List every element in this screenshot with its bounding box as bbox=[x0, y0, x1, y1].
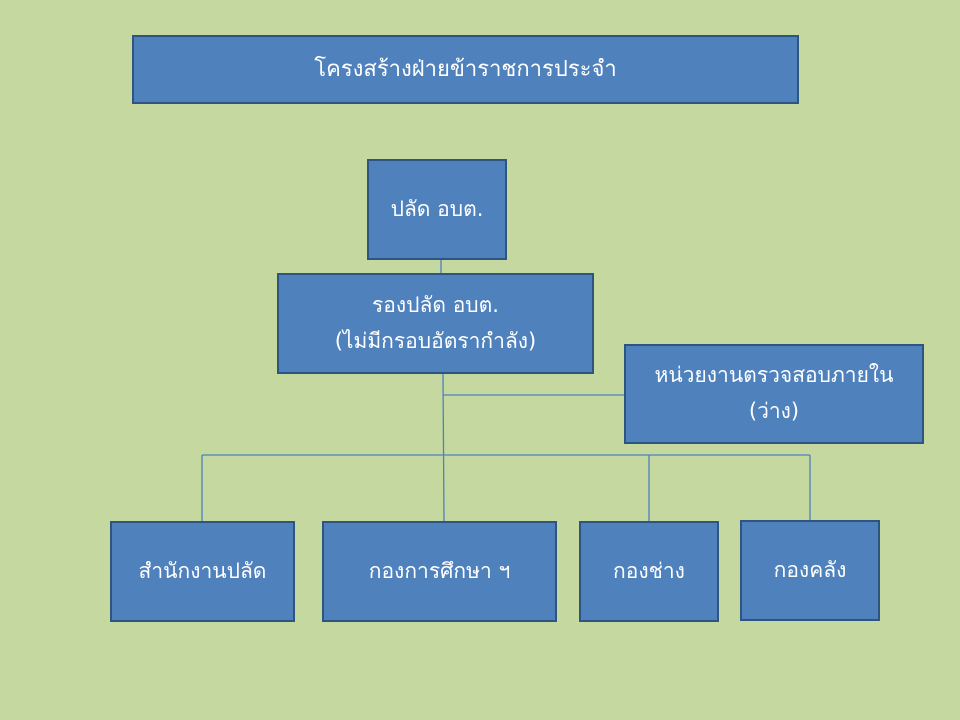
deputy-note: (ไม่มีกรอบอัตรากำลัง) bbox=[334, 328, 537, 353]
department-label: สำนักงานปลัด bbox=[138, 558, 267, 583]
chart-title-box: โครงสร้างฝ่ายข้าราชการประจำ bbox=[132, 35, 799, 104]
department-label: กองคลัง bbox=[773, 557, 847, 582]
audit-unit-box: หน่วยงานตรวจสอบภายใน (ว่าง) bbox=[624, 344, 924, 444]
department-label: กองช่าง bbox=[613, 558, 685, 583]
department-box-education: กองการศึกษา ฯ bbox=[322, 521, 557, 622]
head-label: ปลัด อบต. bbox=[390, 196, 484, 221]
deputy-title: รองปลัด อบต. bbox=[372, 292, 499, 317]
head-box: ปลัด อบต. bbox=[367, 159, 507, 260]
chart-title: โครงสร้างฝ่ายข้าราชการประจำ bbox=[314, 56, 617, 82]
deputy-box: รองปลัด อบต. (ไม่มีกรอบอัตรากำลัง) bbox=[277, 273, 594, 374]
department-box-engineering: กองช่าง bbox=[579, 521, 719, 622]
connector-deputy-trunk bbox=[442, 373, 445, 522]
audit-unit-note: (ว่าง) bbox=[748, 399, 800, 423]
department-label: กองการศึกษา ฯ bbox=[368, 558, 511, 583]
audit-unit-title: หน่วยงานตรวจสอบภายใน bbox=[654, 363, 894, 388]
department-box-office: สำนักงานปลัด bbox=[110, 521, 295, 622]
department-box-finance: กองคลัง bbox=[740, 520, 880, 621]
